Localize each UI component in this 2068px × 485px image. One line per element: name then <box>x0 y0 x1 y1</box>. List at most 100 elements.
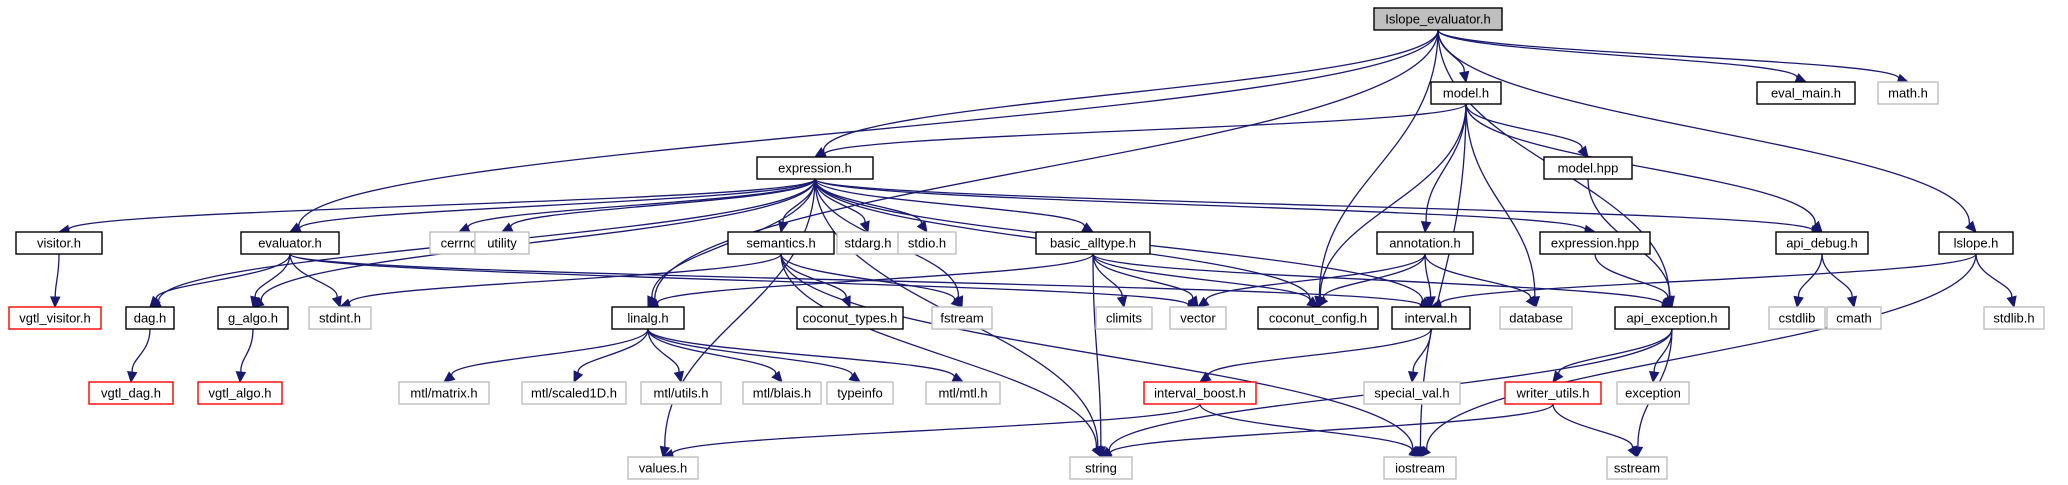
node-label: stdio.h <box>908 236 946 251</box>
edge-islope-evaluator-h-to-math-h <box>1437 29 1910 84</box>
edge-arrowhead <box>1408 370 1419 384</box>
edge-arrowhead <box>1095 446 1107 459</box>
edge-line <box>1437 29 1971 225</box>
node-label: vector <box>1180 311 1216 326</box>
edge-arrowhead <box>1627 445 1638 459</box>
node-label: typeinfo <box>837 386 883 401</box>
node-box <box>796 306 904 330</box>
node-islope-evaluator-h[interactable]: Islope_evaluator.h <box>1373 7 1503 31</box>
edge-line <box>1426 253 1977 450</box>
node-evaluator-h[interactable]: evaluator.h <box>240 231 340 255</box>
edge-model-h-to-api-debug-h <box>1465 103 1823 233</box>
node-box <box>1035 231 1151 255</box>
edge-islope-evaluator-h-to-evaluator-h <box>288 29 1439 233</box>
edge-interval-boost-h-to-values-h <box>661 403 1201 460</box>
edge-line <box>1594 253 1669 299</box>
node-label: vgtl_visitor.h <box>19 311 91 326</box>
node-expression-h[interactable]: expression.h <box>756 156 874 180</box>
edge-islope-evaluator-h-to-lslope-h <box>1437 29 1977 233</box>
edge-islope-evaluator-h-to-coconut-config-h <box>1314 29 1439 309</box>
edge-evaluator-h-to-vector <box>289 253 1200 311</box>
edge-line <box>510 178 816 229</box>
node-dag-h[interactable]: dag.h <box>125 306 175 330</box>
node-label: interval_boost.h <box>1154 386 1246 401</box>
edge-arrowhead <box>573 370 584 384</box>
node-api-exception-h[interactable]: api_exception.h <box>1614 306 1730 330</box>
node-lslope-h[interactable]: lslope.h <box>1938 231 2014 255</box>
node-label: mtl/matrix.h <box>410 386 477 401</box>
edge-arrowhead <box>778 220 789 234</box>
node-values-h: values.h <box>627 456 699 480</box>
node-g-algo-h[interactable]: g_algo.h <box>217 306 289 330</box>
node-label: mtl/blais.h <box>753 386 812 401</box>
node-interval-boost-h[interactable]: interval_boost.h <box>1143 381 1257 405</box>
node-model-hpp[interactable]: model.hpp <box>1543 156 1633 180</box>
edge-line <box>298 178 816 230</box>
node-label: model.h <box>1443 86 1489 101</box>
node-box <box>640 381 722 405</box>
edge-line <box>1437 29 1798 79</box>
node-box <box>88 381 174 405</box>
edge-semantics-h-to-coconut-types-h <box>780 253 851 309</box>
node-label: visitor.h <box>37 236 81 251</box>
node-linalg-h[interactable]: linalg.h <box>611 306 685 330</box>
edge-line <box>577 328 649 374</box>
node-label: coconut_config.h <box>1269 311 1367 326</box>
node-basic-alltype-h[interactable]: basic_alltype.h <box>1035 231 1151 255</box>
node-box <box>727 231 835 255</box>
node-interval-h[interactable]: interval.h <box>1391 306 1471 330</box>
node-visitor-h[interactable]: visitor.h <box>15 231 103 255</box>
node-label: fstream <box>940 311 983 326</box>
edge-evaluator-h-to-interval-h <box>289 253 1433 311</box>
edge-linalg-h-to-mtl-blais-h <box>647 328 783 383</box>
node-label: climits <box>1106 311 1143 326</box>
node-label: values.h <box>639 461 687 476</box>
node-vgtl-visitor-h[interactable]: vgtl_visitor.h <box>8 306 102 330</box>
edge-arrowhead <box>1197 296 1210 308</box>
node-label: stdint.h <box>319 311 361 326</box>
node-eval-main-h[interactable]: eval_main.h <box>1756 81 1856 105</box>
edge-interval-h-to-interval-boost-h <box>1198 328 1432 383</box>
edge-line <box>647 328 680 373</box>
node-box <box>1543 156 1633 180</box>
node-annotation-h[interactable]: annotation.h <box>1376 231 1474 255</box>
node-label: model.hpp <box>1558 161 1619 176</box>
edge-lslope-h-to-interval-h <box>1429 253 1977 310</box>
edge-line <box>260 178 816 302</box>
edge-arrowhead <box>1794 73 1808 83</box>
node-coconut-types-h[interactable]: coconut_types.h <box>796 306 904 330</box>
node-mtl-blais-h: mtl/blais.h <box>742 381 822 405</box>
edge-line <box>647 328 955 379</box>
node-label: writer_utils.h <box>1516 386 1590 401</box>
edge-line <box>814 178 1085 228</box>
node-coconut-config-h[interactable]: coconut_config.h <box>1257 306 1379 330</box>
node-model-h[interactable]: model.h <box>1430 81 1502 105</box>
node-box <box>931 306 993 330</box>
edge-arrowhead <box>49 296 61 309</box>
edge-line <box>824 103 1467 156</box>
edge-expression-h-to-stdarg-h <box>814 178 870 234</box>
node-label: semantics.h <box>746 236 815 251</box>
node-box <box>611 306 685 330</box>
node-vgtl-dag-h[interactable]: vgtl_dag.h <box>88 381 174 405</box>
edge-semantics-h-to-stdint-h <box>338 253 782 309</box>
node-box <box>1143 381 1257 405</box>
node-api-debug-h[interactable]: api_debug.h <box>1775 231 1869 255</box>
edge-arrowhead <box>127 370 138 384</box>
node-label: expression.hpp <box>1551 236 1639 251</box>
node-expression-hpp[interactable]: expression.hpp <box>1539 231 1651 255</box>
node-box <box>521 381 627 405</box>
node-box <box>826 381 894 405</box>
edge-annotation-h-to-vector <box>1197 253 1426 308</box>
node-label: api_debug.h <box>1786 236 1858 251</box>
edge-arrowhead <box>1317 295 1329 309</box>
edge-arrowhead <box>848 371 861 383</box>
node-box <box>15 231 103 255</box>
node-label: Islope_evaluator.h <box>1385 12 1491 27</box>
node-box <box>197 381 283 405</box>
node-semantics-h[interactable]: semantics.h <box>727 231 835 255</box>
edge-writer-utils-h-to-string <box>1099 403 1554 459</box>
node-writer-utils-h[interactable]: writer_utils.h <box>1504 381 1602 405</box>
node-vgtl-algo-h[interactable]: vgtl_algo.h <box>197 381 283 405</box>
edge-line <box>1092 253 1123 298</box>
